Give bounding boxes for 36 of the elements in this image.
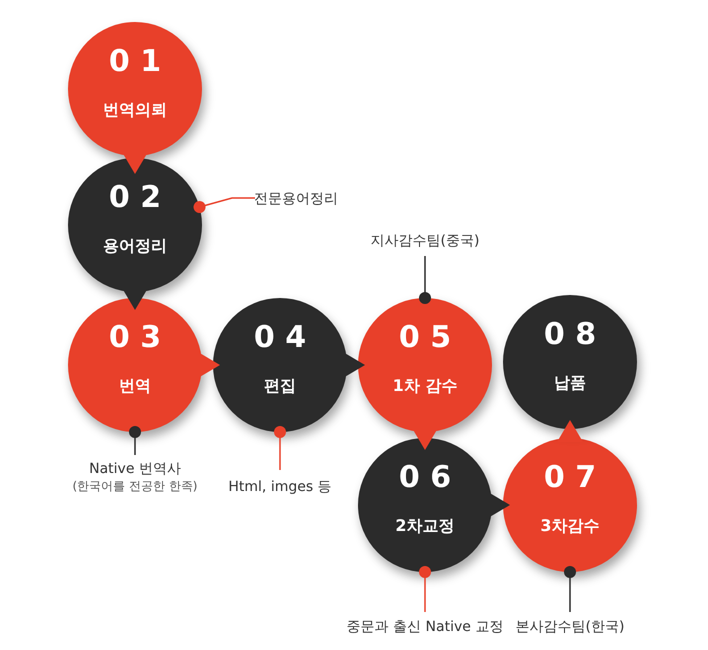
pointer-arrow <box>122 288 148 310</box>
step-number: 0 3 <box>108 320 162 355</box>
leader-line <box>564 566 576 612</box>
pointer-arrow <box>122 152 148 174</box>
note-text: 전문용어정리 <box>254 190 338 208</box>
pointer-arrow <box>198 352 220 378</box>
note-text: Native 번역사 <box>88 460 182 478</box>
leader-line <box>419 566 431 612</box>
note-text: 지사감수팀(중국) <box>370 232 480 250</box>
step-label: 용어정리 <box>102 236 168 257</box>
leader-line <box>129 426 141 455</box>
step-label: 납품 <box>553 373 587 394</box>
pointer-arrow <box>412 428 438 450</box>
note-text: 중문과 출신 Native 교정 <box>346 618 504 636</box>
step-label: 3차감수 <box>539 516 601 537</box>
step-label: 2차교정 <box>394 516 456 537</box>
note-subtext: (한국어를 전공한 한족) <box>72 478 198 495</box>
pointer-arrow <box>557 420 583 442</box>
pointer-arrow <box>488 492 510 518</box>
step-number: 0 5 <box>398 320 452 355</box>
step-number: 0 7 <box>542 460 598 495</box>
step-number: 0 2 <box>108 180 162 215</box>
note-text: Html, imges 등 <box>228 478 332 496</box>
step-label: 번역 <box>118 376 152 397</box>
step-number: 0 8 <box>542 317 598 352</box>
pointer-arrow <box>342 352 365 378</box>
leader-line <box>194 197 255 214</box>
step-label: 번역의뢰 <box>102 100 168 121</box>
step-label: 1차 감수 <box>392 376 458 397</box>
step-number: 0 6 <box>398 460 452 495</box>
leader-line <box>419 256 431 304</box>
step-label: 편집 <box>263 376 297 397</box>
step-number: 0 4 <box>252 320 308 355</box>
note-text: 본사감수팀(한국) <box>516 618 624 636</box>
step-number: 0 1 <box>108 44 162 79</box>
leader-line <box>274 426 286 470</box>
